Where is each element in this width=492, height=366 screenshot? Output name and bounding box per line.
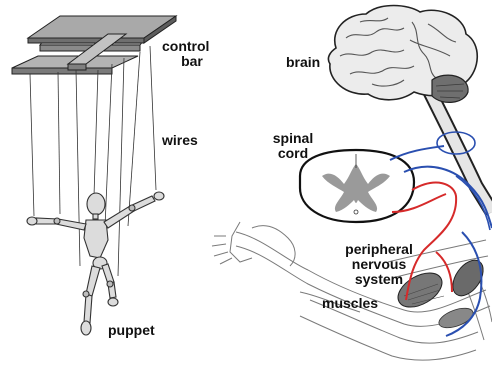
label-puppet: puppet [108, 323, 155, 338]
puppet-figure [27, 192, 164, 335]
label-muscles: muscles [322, 296, 378, 311]
label-control-bar-line2: bar [162, 54, 222, 69]
label-peripheral-line2: nervous [334, 257, 424, 272]
brain-image [328, 6, 477, 103]
label-peripheral-line3: system [334, 272, 424, 287]
spinal-column [430, 92, 492, 212]
label-brain: brain [286, 55, 320, 70]
control-bar [12, 16, 176, 74]
label-peripheral-line1: peripheral [334, 242, 424, 257]
label-wires: wires [162, 133, 198, 148]
marionette-illustration [12, 16, 176, 335]
label-control-bar-line1: control [162, 39, 222, 54]
label-spinal-cord-line2: cord [268, 146, 318, 161]
label-spinal-cord-line1: spinal [268, 131, 318, 146]
